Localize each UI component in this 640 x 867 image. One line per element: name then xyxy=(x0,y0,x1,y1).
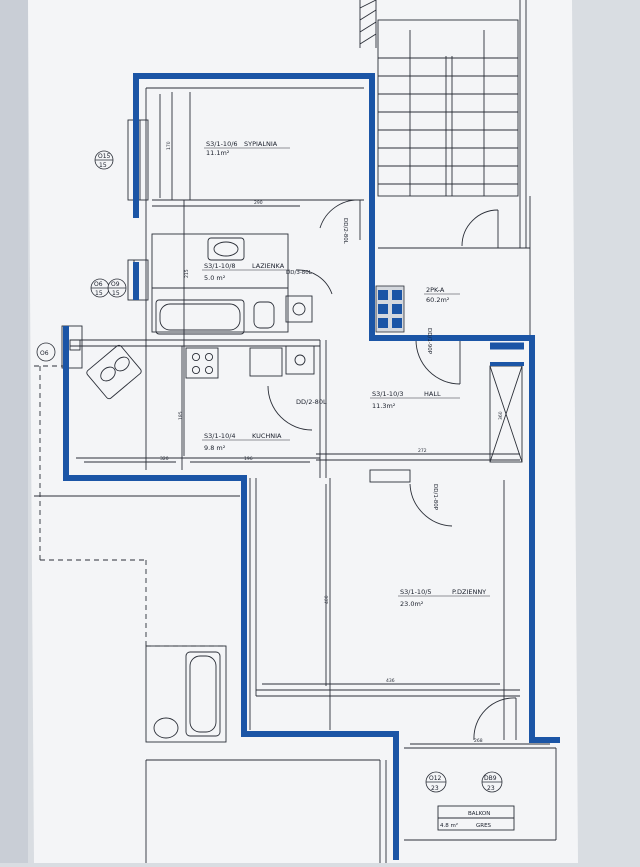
door-label-1: DD/2-80L xyxy=(342,218,348,245)
neighbour-bathroom xyxy=(145,645,227,743)
svg-text:S3/1-10/4: S3/1-10/4 xyxy=(204,432,236,440)
door-labels: DD/2-80L DD/3-80L DD/2-80L DD/1-80P DD/1… xyxy=(286,218,438,511)
sink xyxy=(207,237,245,261)
room-label-kitchen: S3/1-10/4 KUCHNIA 9.8 m² xyxy=(202,432,290,452)
window-tag-1: O15 15 xyxy=(94,150,114,170)
window-tags: O15 15 O6 15 O9 15 O6 O12 23 DB9 xyxy=(36,150,503,793)
svg-text:436: 436 xyxy=(386,678,395,684)
svg-text:290: 290 xyxy=(254,200,263,206)
svg-text:15: 15 xyxy=(112,290,120,297)
svg-text:O6: O6 xyxy=(94,281,103,288)
wall-outer-west xyxy=(133,73,560,743)
svg-text:GRES: GRES xyxy=(476,823,492,829)
svg-text:O12: O12 xyxy=(429,775,442,782)
svg-text:O6: O6 xyxy=(40,350,49,357)
room-label-balcony: BALKON 4.8 m² GRES xyxy=(440,811,492,829)
svg-text:196: 196 xyxy=(244,456,253,462)
svg-text:400: 400 xyxy=(324,595,330,604)
window-tag-2: O6 15 xyxy=(90,278,110,298)
dimension-labels: 290 170 320 196 272 436 268 400 185 360 … xyxy=(160,141,504,744)
room-label-bathroom: S3/1-10/8 LAZIENKA 5.0 m² xyxy=(202,262,290,282)
svg-text:KUCHNIA: KUCHNIA xyxy=(252,432,282,440)
svg-text:215: 215 xyxy=(184,269,190,278)
svg-text:23: 23 xyxy=(487,785,495,792)
bathroom-frame xyxy=(151,233,289,333)
svg-text:60.2m²: 60.2m² xyxy=(426,296,450,304)
drawing-lines xyxy=(34,0,557,863)
svg-text:268: 268 xyxy=(474,738,483,744)
svg-text:DB9: DB9 xyxy=(484,775,497,782)
room-label-stair-hall: 2PK-A 60.2m² xyxy=(424,286,460,304)
svg-text:LAZIENKA: LAZIENKA xyxy=(252,262,285,270)
svg-text:360: 360 xyxy=(498,411,504,420)
room-label-bedroom: S3/1-10/6 SYPIALNIA 11.1m² xyxy=(204,140,290,157)
svg-text:O9: O9 xyxy=(111,281,120,288)
svg-text:23.0m²: 23.0m² xyxy=(400,600,424,608)
staircase-frame xyxy=(377,19,519,197)
room-label-hall: S3/1-10/3 HALL 11.3m² xyxy=(370,390,460,410)
svg-text:2PK-A: 2PK-A xyxy=(426,286,445,294)
svg-text:5.0 m²: 5.0 m² xyxy=(204,274,226,282)
svg-text:HALL: HALL xyxy=(424,390,441,398)
bathtub xyxy=(155,299,245,335)
room-label-living-room: S3/1-10/5 P.DZIENNY 23.0m² xyxy=(398,588,490,608)
svg-text:320: 320 xyxy=(160,456,169,462)
paper-sheet xyxy=(28,0,578,863)
svg-text:272: 272 xyxy=(418,448,427,454)
svg-text:185: 185 xyxy=(178,411,184,420)
svg-text:170: 170 xyxy=(166,141,172,150)
svg-text:S3/1-10/6: S3/1-10/6 xyxy=(206,140,238,148)
svg-text:11.3m²: 11.3m² xyxy=(372,402,396,410)
stove xyxy=(185,347,219,379)
toilet xyxy=(253,301,275,329)
svg-text:9.8 m²: 9.8 m² xyxy=(204,444,226,452)
door-label-4: DD/1-80P xyxy=(432,484,438,511)
kitchen-sink xyxy=(86,344,142,400)
window-tag-3: O9 15 xyxy=(107,278,127,298)
paper-shadow-left xyxy=(0,0,28,863)
svg-text:S3/1-10/3: S3/1-10/3 xyxy=(372,390,404,398)
svg-text:15: 15 xyxy=(95,290,103,297)
door-label-5: DD/1-90P xyxy=(426,328,432,355)
svg-text:15: 15 xyxy=(99,162,107,169)
svg-text:23: 23 xyxy=(431,785,439,792)
svg-text:4.8 m²: 4.8 m² xyxy=(440,822,458,829)
svg-text:O15: O15 xyxy=(98,153,111,160)
svg-text:BALKON: BALKON xyxy=(468,811,490,817)
svg-text:11.1m²: 11.1m² xyxy=(206,149,230,157)
door-label-3: DD/2-80L xyxy=(296,398,327,406)
door-label-2: DD/3-80L xyxy=(286,270,313,276)
window-tag-6: DB9 23 xyxy=(481,771,503,793)
wall-outer-south xyxy=(63,326,399,860)
load-bearing-walls xyxy=(63,73,560,860)
window-tag-5: O12 23 xyxy=(425,771,447,793)
window-tag-4: O6 xyxy=(36,342,56,362)
neighbour-bathtub xyxy=(185,651,221,737)
svg-text:SYPIALNIA: SYPIALNIA xyxy=(244,140,278,148)
svg-text:P.DZIENNY: P.DZIENNY xyxy=(452,588,486,596)
svg-text:S3/1-10/5: S3/1-10/5 xyxy=(400,588,432,596)
svg-text:S3/1-10/8: S3/1-10/8 xyxy=(204,262,236,270)
